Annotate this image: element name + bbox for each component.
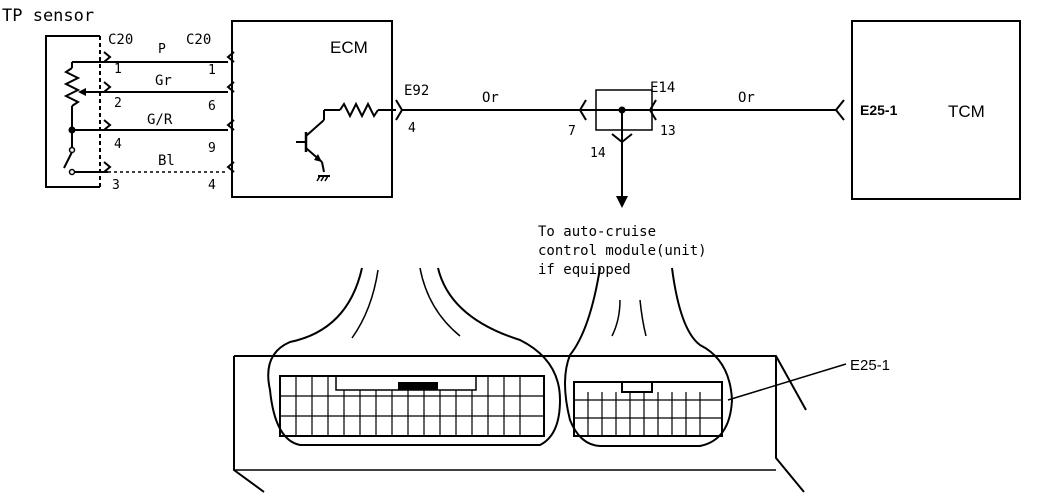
- e14-pin-13: 13: [660, 124, 676, 139]
- branch-note-line2: control module(unit): [538, 243, 707, 259]
- left-connector-block: [279, 375, 545, 437]
- wire-or-left-label: Or: [482, 90, 499, 106]
- tcm-connector-illustration: E25-1: [233, 267, 890, 493]
- connector-c20-sensor: C20 1 2 4 3: [103, 32, 133, 193]
- ecm-pin-9: 9: [208, 141, 216, 156]
- ecm-label: ECM: [330, 38, 368, 57]
- tp-sensor-label: TP sensor: [2, 6, 94, 26]
- right-connector-block: [573, 381, 723, 437]
- tp-sensor: TP sensor: [2, 6, 108, 188]
- tcm-label: TCM: [948, 102, 985, 121]
- e25-tcm-label: E25-1: [860, 102, 898, 118]
- e25-terminal: [834, 99, 845, 121]
- ecm-pin-1: 1: [208, 63, 216, 78]
- wire-or-right-label: Or: [738, 90, 755, 106]
- ecm: ECM: [231, 20, 396, 198]
- sensor-pin-1: 1: [114, 62, 122, 77]
- sensor-pin-3: 3: [112, 178, 120, 193]
- e14-pin-7: 7: [568, 124, 576, 139]
- sensor-ecm-wires: P Gr G/R Bl: [108, 42, 228, 173]
- e25-callout-leader: [727, 363, 847, 401]
- idle-switch: [63, 151, 73, 169]
- e14-pin-14: 14: [590, 146, 606, 161]
- sensor-pin-2: 2: [114, 96, 122, 111]
- wire-g-r-label: G/R: [147, 112, 173, 128]
- potentiometer: [63, 67, 81, 107]
- connector-e14: E14 7 13 14: [568, 80, 676, 208]
- ecm-box: [231, 20, 393, 198]
- wire-bl-label: Bl: [158, 153, 175, 169]
- c20-right-label: C20: [186, 32, 211, 48]
- c20-left-label: C20: [108, 32, 133, 48]
- pullup-resistor: [339, 101, 379, 119]
- branch-arrow: [616, 196, 628, 208]
- right-harness: [564, 267, 734, 447]
- wire-p-label: P: [158, 42, 166, 57]
- branch-note-line1: To auto-cruise: [538, 224, 656, 240]
- ecm-pin-6: 6: [208, 99, 216, 114]
- branch-note: To auto-cruise control module(unit) if e…: [538, 224, 707, 278]
- connector-c20-ecm: C20 1 6 9 4: [186, 32, 235, 193]
- wiper-arrow: [78, 88, 86, 96]
- branch-note-line3: if equipped: [538, 262, 631, 278]
- ecm-pin-4: 4: [208, 178, 216, 193]
- sensor-pin-4: 4: [114, 137, 122, 152]
- left-harness: [267, 267, 562, 446]
- tp-sensor-housing: [45, 35, 60, 188]
- wire-gr-label: Gr: [155, 73, 172, 89]
- e92-pin-4: 4: [408, 121, 416, 136]
- tcm: E25-1 TCM: [851, 20, 1021, 200]
- e92-label: E92: [404, 83, 429, 99]
- e25-callout-label: E25-1: [850, 357, 890, 374]
- tcm-box: [851, 20, 1021, 200]
- e14-label: E14: [650, 80, 675, 96]
